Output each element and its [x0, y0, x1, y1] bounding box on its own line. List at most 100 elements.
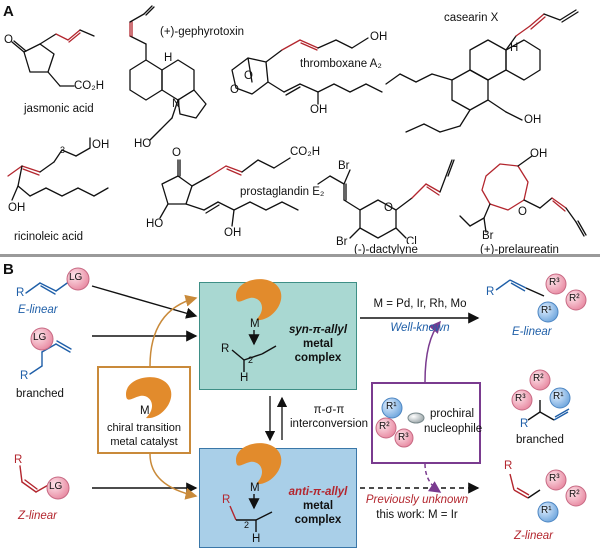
branched-r-label: R: [20, 370, 29, 382]
e-product-r1-label: R¹: [541, 305, 552, 316]
z-product-r2-sphere: [565, 485, 587, 507]
prelaureatin-oh-label: OH: [530, 148, 548, 160]
ricinoleic-acid-label: ricinoleic acid: [14, 231, 84, 243]
e-product-r1-sphere: [537, 301, 559, 323]
nucleophile-r1-label: R¹: [386, 401, 397, 412]
dactylyne-br-label-2: Br: [336, 236, 348, 248]
e-linear-substrate-label: E-linear: [18, 304, 58, 316]
branched-product-r2-label: R²: [533, 373, 544, 384]
jasmonic-co2h-label: CO₂H: [74, 80, 105, 92]
z-linear-product-label: Z-linear: [514, 530, 553, 542]
gephyrotoxin-h-label: H: [164, 52, 173, 64]
e-product-r2-sphere: [565, 289, 587, 311]
anti-r-label: R: [222, 494, 231, 506]
prostaglandin-label: prostaglandin E₂: [240, 186, 325, 198]
anti-complex-line1: anti-π-allyl: [288, 486, 348, 498]
panel-divider: [0, 254, 600, 257]
catalyst-line2: metal catalyst: [110, 436, 178, 448]
branched-product-r2-sphere: [529, 369, 551, 391]
prelaureatin-br-label: Br: [482, 230, 494, 242]
syn-catalyst-blob: [236, 279, 282, 321]
catalyst-blob: [126, 377, 172, 419]
syn-h-label: H: [240, 372, 249, 384]
dactylyne-o-label: O: [384, 202, 393, 214]
prelaureatin-o-label: O: [518, 206, 527, 218]
jasmonic-acid-label: jasmonic acid: [24, 103, 94, 115]
this-work-label: this work: M = Ir: [376, 509, 458, 521]
e-linear-product-label: E-linear: [512, 326, 552, 338]
nucleophile-line1: prochiral: [430, 408, 475, 420]
thromboxane-o-label-1: O: [244, 70, 253, 82]
anti-complex-line2: metal: [302, 500, 334, 512]
prelaureatin-label: (+)-prelaureatin: [480, 244, 559, 256]
nucleophile-lone-pair: [407, 412, 425, 424]
thromboxane-structure: [231, 37, 383, 105]
thromboxane-o-label-2: O: [230, 84, 239, 96]
branched-product-r-label: R: [520, 418, 529, 430]
nucleophile-r3-sphere: [394, 428, 414, 448]
nucleophile-r3-label: R³: [398, 432, 409, 443]
prostaglandin-o-label: O: [172, 147, 181, 159]
syn-complex-line3: complex: [294, 352, 342, 364]
nucleophile-r1-sphere: [381, 397, 403, 419]
e-linear-r-label: R: [16, 287, 25, 299]
catalyst-m-label: M: [140, 405, 150, 417]
casearin-h-label: H: [510, 42, 519, 54]
branched-lg-label: LG: [33, 332, 47, 343]
interconversion-line2: interconversion: [290, 418, 368, 430]
z-linear-lg-label: LG: [49, 481, 63, 492]
z-product-r2-label: R²: [569, 489, 580, 500]
e-linear-lg-sphere: [66, 267, 90, 291]
casearin-oh-label: OH: [524, 114, 542, 126]
interconversion-line1: π-σ-π: [313, 404, 345, 416]
thromboxane-label: thromboxane A₂: [300, 58, 382, 70]
z-linear-r-label: R: [14, 454, 23, 466]
nucleophile-r2-label: R²: [379, 421, 390, 432]
z-product-r3-label: R³: [549, 473, 560, 484]
ricinoleic-oh-acid-label: OH: [92, 139, 110, 151]
nucleophile-r2-sphere: [375, 417, 397, 439]
syn-complex-line2: metal: [302, 338, 334, 350]
dactylyne-structure: [317, 159, 455, 239]
known-metals-label: M = Pd, Ir, Rh, Mo: [373, 298, 467, 310]
gephyrotoxin-label: (+)-gephyrotoxin: [160, 26, 245, 38]
dactylyne-cl-label: Cl: [406, 236, 417, 248]
anti-m-label: M: [250, 482, 260, 494]
ricinoleic-oh-label: OH: [8, 202, 26, 214]
dactylyne-label: (-)-dactylyne: [354, 244, 418, 256]
panel-b-letter: B: [3, 261, 14, 278]
z-product-r-label: R: [504, 460, 513, 472]
catalyst-to-syn-arrow: [149, 294, 198, 367]
e-linear-lg-label: LG: [69, 272, 83, 283]
syn-2-label: 2: [248, 355, 254, 365]
z-product-r1-label: R¹: [541, 505, 552, 516]
e-product-r3-label: R³: [549, 277, 560, 288]
ricinoleic-sub3-label: 3: [60, 145, 66, 155]
gephyrotoxin-ho-label: HO: [134, 138, 152, 150]
e-linear-to-syn-arrow: [91, 285, 198, 319]
z-product-r1-sphere: [537, 501, 559, 523]
e-product-r3-sphere: [545, 273, 567, 295]
dactylyne-br-label-1: Br: [338, 160, 350, 172]
prelaureatin-structure: [459, 155, 587, 237]
prostaglandin-co2h-label: CO₂H: [290, 146, 321, 158]
jasmonic-o-label: O: [4, 34, 13, 46]
z-product-r3-sphere: [545, 469, 567, 491]
prostaglandin-oh-label: OH: [224, 227, 242, 239]
anti-h-label: H: [252, 533, 261, 545]
syn-r-label: R: [221, 343, 230, 355]
panel-a-letter: A: [3, 3, 14, 20]
branched-substrate-label: branched: [16, 388, 64, 400]
prostaglandin-structure: [159, 157, 299, 227]
anti-catalyst-blob: [236, 443, 282, 485]
ricinoleic-acid-structure: [7, 137, 109, 201]
casearin-label: casearin X: [444, 12, 499, 24]
branched-product-label: branched: [516, 434, 564, 446]
gephyrotoxin-n-label: N: [172, 98, 181, 110]
branched-lg-sphere: [30, 327, 54, 351]
nucleophile-to-syn-arrow: [424, 320, 441, 383]
branched-product-r3-label: R³: [515, 393, 526, 404]
nucleophile-line2: nucleophile: [424, 423, 483, 435]
prostaglandin-ho-label: HO: [146, 218, 164, 230]
